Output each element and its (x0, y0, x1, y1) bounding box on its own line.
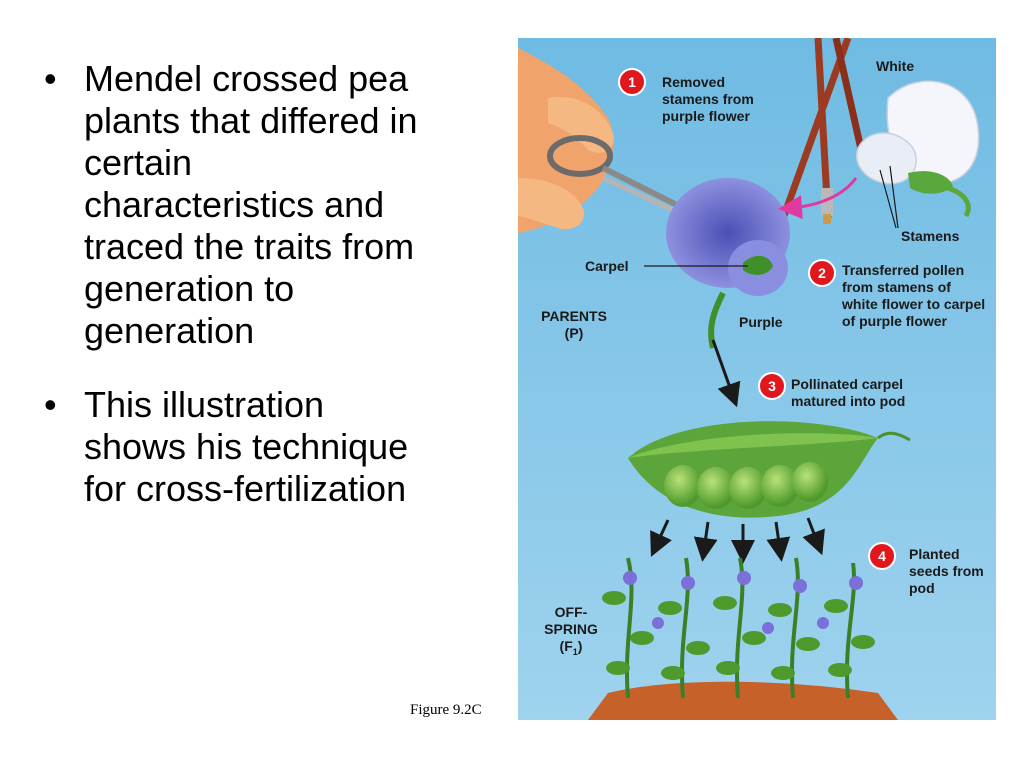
white-flower (856, 80, 980, 218)
cross-fertilization-figure: 1 Removed stamens from purple flower Whi… (518, 38, 996, 720)
offspring-flowers (623, 571, 863, 634)
purple-flower (666, 178, 790, 349)
label-parents: PARENTS (541, 308, 607, 324)
label-white: White (876, 58, 915, 74)
bullet-item: This illustration shows his technique fo… (40, 384, 420, 510)
step-marker-2: 2 (808, 259, 836, 287)
figure-illustration (518, 38, 996, 720)
step-text-2: Transferred pollen from stamens of white… (842, 262, 986, 329)
step-marker-3: 3 (758, 372, 786, 400)
label-parents-symbol: (P) (564, 325, 584, 341)
label-offspring-f1: (F1) (559, 638, 583, 657)
step-marker-1: 1 (618, 68, 646, 96)
label-offspring-2: SPRING (544, 621, 598, 637)
arrow-to-pod (711, 339, 741, 408)
step-text-1: Removed stamens from purple flower (662, 74, 754, 124)
step-text-4: Planted seeds from pod (909, 546, 984, 596)
label-purple: Purple (739, 314, 783, 330)
label-carpel: Carpel (585, 258, 629, 274)
bullet-item: Mendel crossed pea plants that differed … (40, 58, 420, 352)
stamens-pointer (889, 165, 899, 229)
label-offspring-1: OFF- (554, 604, 588, 620)
figure-caption: Figure 9.2C (410, 702, 482, 718)
pea-pod (628, 421, 911, 518)
bullet-list: Mendel crossed pea plants that differed … (40, 58, 420, 542)
label-stamens: Stamens (901, 228, 960, 244)
pollen-transfer-arrow (778, 177, 858, 220)
offspring-leaves (602, 591, 875, 680)
step-marker-4: 4 (868, 542, 896, 570)
stamens-pointer (879, 169, 897, 229)
step-text-3: Pollinated carpel matured into pod (791, 376, 906, 409)
soil (588, 681, 898, 720)
arrows-to-offspring (650, 517, 825, 564)
